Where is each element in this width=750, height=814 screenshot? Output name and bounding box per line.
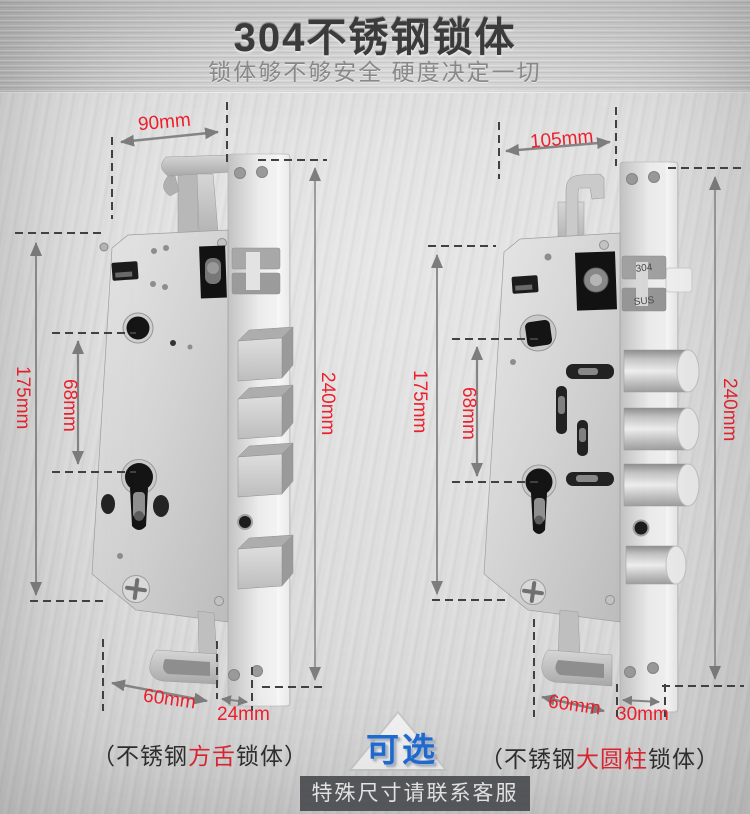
right-lock-plate-details bbox=[510, 240, 615, 605]
right-lock-cylinder-bolts bbox=[623, 349, 700, 585]
page-title: 304不锈钢锁体 bbox=[233, 16, 517, 60]
dimension-label-body-height-left: 175mm bbox=[12, 366, 33, 430]
right-lock-latch: 304 SUS bbox=[575, 251, 693, 312]
caption-prefix: （不锈钢 bbox=[480, 746, 576, 772]
screw-hole bbox=[624, 666, 636, 678]
right-lock-dimension-lines bbox=[428, 107, 744, 717]
screw-hole bbox=[228, 669, 240, 681]
faceplate-hole bbox=[237, 514, 253, 530]
left-lock-bottom-hook bbox=[149, 610, 219, 685]
screw-hole bbox=[648, 171, 660, 183]
arrow-24mm bbox=[221, 695, 248, 706]
left-lock-top-hook bbox=[161, 154, 232, 253]
left-lock-square-bolts bbox=[237, 326, 294, 590]
right-lock-caption: （不锈钢大圆柱锁体） bbox=[470, 740, 730, 774]
screw-hole bbox=[234, 167, 246, 179]
screw-hole bbox=[251, 665, 263, 677]
caption-highlight: 方舌 bbox=[188, 743, 236, 769]
caption-suffix: 锁体） bbox=[648, 746, 720, 772]
dimension-label-faceplate-width-left: 24mm bbox=[217, 704, 270, 725]
left-lock-caption: （不锈钢方舌锁体） bbox=[70, 737, 330, 771]
arrow-90mm bbox=[120, 127, 219, 147]
right-lock-illustration: 304 SUS bbox=[483, 161, 700, 713]
right-lock-bottom-hook bbox=[541, 609, 613, 687]
header-band bbox=[0, 0, 750, 93]
arrow-60mm bbox=[111, 679, 208, 705]
dimension-label-faceplate-height-right: 240mm bbox=[719, 378, 740, 442]
latch-tip bbox=[665, 267, 693, 293]
optional-badge-triangle bbox=[347, 710, 449, 771]
dimension-label-faceplate-width-right: 30mm bbox=[616, 704, 669, 725]
right-lock-body-plate bbox=[483, 232, 621, 623]
footer-note: 特殊尺寸请联系客服 bbox=[300, 776, 530, 811]
dimension-label-center-distance-right: 68mm bbox=[458, 387, 479, 440]
dimension-label-center-distance-left: 68mm bbox=[59, 379, 80, 432]
caption-prefix: （不锈钢 bbox=[92, 743, 188, 769]
screw-hole bbox=[626, 173, 638, 185]
dimension-label-faceplate-height-left: 240mm bbox=[317, 372, 338, 436]
left-lock-latch bbox=[199, 245, 281, 299]
caption-highlight: 大圆柱 bbox=[576, 746, 648, 772]
arrow-30mm bbox=[622, 695, 660, 707]
page-subtitle: 锁体够不够安全 硬度决定一切 bbox=[208, 59, 542, 85]
left-lock-dimension-lines bbox=[15, 102, 327, 711]
arrow-60mm bbox=[541, 694, 605, 714]
optional-badge-label: 可选 bbox=[366, 731, 438, 768]
dimension-label-body-height-right: 175mm bbox=[409, 370, 430, 434]
left-lock-illustration bbox=[91, 153, 294, 707]
stamp-304: 304 bbox=[635, 262, 653, 275]
caption-suffix: 锁体） bbox=[236, 743, 308, 769]
screw-hole bbox=[647, 662, 659, 674]
stamp-sus: SUS bbox=[633, 295, 655, 308]
screw-hole bbox=[256, 166, 268, 178]
arrow-105mm bbox=[505, 137, 611, 156]
